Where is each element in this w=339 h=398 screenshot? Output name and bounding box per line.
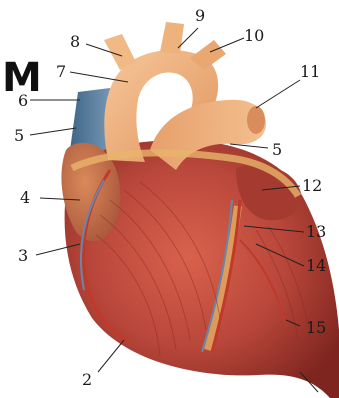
label-8: 8 — [70, 34, 80, 50]
label-11: 11 — [300, 64, 320, 80]
label-12: 12 — [302, 178, 322, 194]
label-5-left: 5 — [14, 128, 24, 144]
label-13: 13 — [306, 224, 326, 240]
label-2: 2 — [82, 372, 92, 388]
label-9: 9 — [195, 8, 205, 24]
label-4: 4 — [20, 190, 30, 206]
label-7: 7 — [56, 64, 66, 80]
label-6: 6 — [18, 93, 28, 109]
label-10: 10 — [244, 28, 264, 44]
left-common-carotid — [160, 22, 184, 54]
label-15: 15 — [306, 320, 326, 336]
pulmonary-artery-opening — [247, 106, 265, 134]
label-14: 14 — [306, 258, 326, 274]
label-5-right: 5 — [272, 142, 282, 158]
label-3: 3 — [18, 248, 28, 264]
